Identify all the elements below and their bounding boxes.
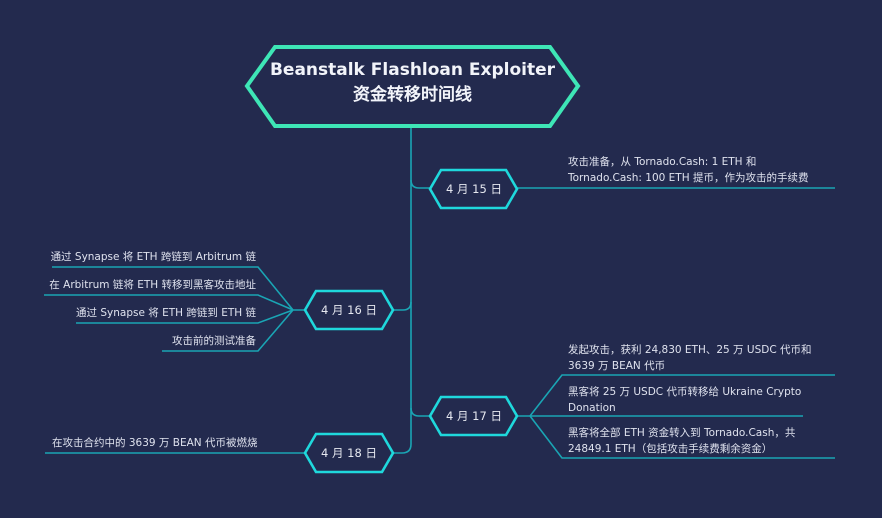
event-0417-3: 黑客将全部 ETH 资金转入到 Tornado.Cash，共 24849.1 E… [568, 427, 796, 455]
date-label-0418: 4 月 18 日 [321, 446, 377, 460]
event-0416-2: 在 Arbitrum 链将 ETH 转移到黑客攻击地址 [49, 279, 256, 291]
date-label-0416: 4 月 16 日 [321, 303, 377, 317]
trunk-line [393, 128, 412, 454]
event-0416-4: 攻击前的测试准备 [172, 335, 256, 347]
event-0417-1: 发起攻击，获利 24,830 ETH、25 万 USDC 代币和 3639 万 … [568, 344, 812, 372]
event-0418-1: 在攻击合约中的 3639 万 BEAN 代币被燃烧 [52, 437, 258, 449]
event-0415-1: 攻击准备，从 Tornado.Cash: 1 ETH 和 Tornado.Cas… [568, 156, 809, 184]
diagram-title: Beanstalk Flashloan Exploiter 资金转移时间线 [245, 58, 580, 108]
date-hexagon-0415 [428, 168, 519, 210]
title-line-1: Beanstalk Flashloan Exploiter [269, 60, 556, 80]
branch-0417 [410, 407, 430, 417]
branch-0415 [410, 179, 430, 189]
title-hexagon [244, 45, 581, 128]
date-hexagon-0417 [428, 395, 519, 437]
branch-0416 [393, 301, 412, 311]
event-0417-2: 黑客将 25 万 USDC 代币转移给 Ukraine Crypto Donat… [568, 386, 802, 414]
event-0416-3: 通过 Synapse 将 ETH 跨链到 ETH 链 [76, 307, 256, 319]
title-line-2: 资金转移时间线 [353, 85, 472, 105]
date-label-0415: 4 月 15 日 [446, 182, 502, 196]
date-label-0417: 4 月 17 日 [446, 409, 502, 423]
event-0416-1: 通过 Synapse 将 ETH 跨链到 Arbitrum 链 [50, 251, 256, 263]
date-hexagon-0418 [303, 432, 395, 474]
date-hexagon-0416 [303, 289, 395, 331]
